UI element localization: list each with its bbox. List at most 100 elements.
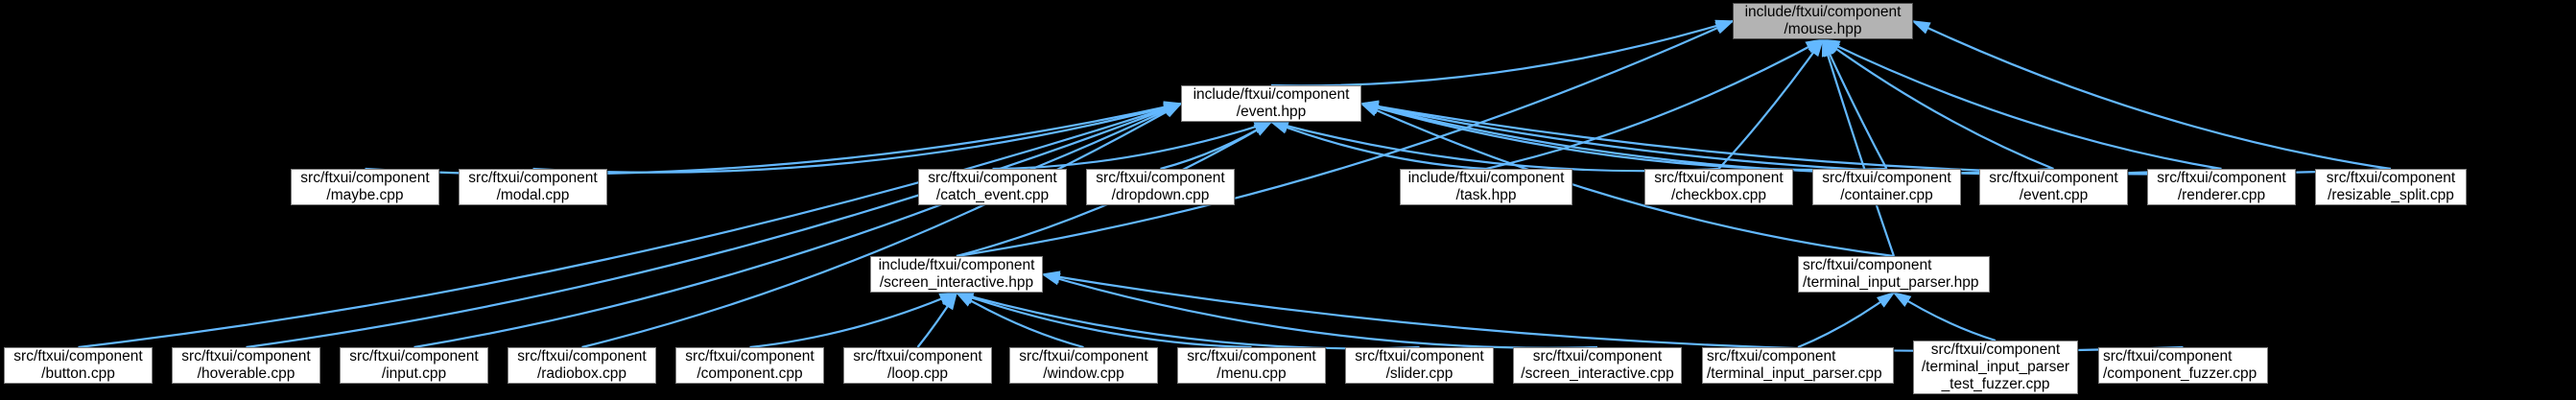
edge-maybe-cpp-to-event-hpp (365, 101, 1184, 176)
node-label-line2: /loop.cpp (887, 365, 948, 382)
edge-hoverable-cpp-to-event-hpp (246, 102, 1184, 349)
node-label-line1: src/ftxui/component (2103, 348, 2233, 365)
node-label-line2: /slider.cpp (1385, 365, 1453, 382)
graph-node-component-cpp[interactable]: src/ftxui/component/component.cpp (675, 347, 824, 384)
graph-node-window-cpp[interactable]: src/ftxui/component/window.cpp (1009, 347, 1158, 384)
edge-task-hpp-to-mouse-hpp (1485, 37, 1825, 171)
graph-node-screen-interactive-hpp[interactable]: include/ftxui/component/screen_interacti… (870, 256, 1043, 293)
edge-renderer-cpp-to-event-hpp (1359, 101, 2222, 176)
edge-checkbox-cpp-to-mouse-hpp (1717, 37, 1825, 170)
node-label-line2: /mouse.hpp (1784, 21, 1862, 37)
graph-node-checkbox-cpp[interactable]: src/ftxui/component/checkbox.cpp (1644, 169, 1793, 205)
graph-node-screen-interactive-cpp[interactable]: src/ftxui/component/screen_interactive.c… (1513, 347, 1682, 384)
node-label-line1: src/ftxui/component (1707, 348, 1836, 365)
node-label-line2: /input.cpp (381, 365, 447, 382)
node-label-line1: src/ftxui/component (349, 348, 479, 365)
node-label-line1: src/ftxui/component (1930, 341, 2061, 358)
edge-event-hpp-to-mouse-hpp (1270, 19, 1736, 87)
edge-modal-cpp-to-event-hpp (532, 102, 1184, 174)
edge-menu-cpp-to-screen-interactive-hpp (954, 291, 1252, 349)
node-label-line2: /checkbox.cpp (1670, 187, 1767, 203)
node-label-line2: /event.cpp (2019, 187, 2089, 203)
edge-tip-test-fuzzer-cpp-to-terminal-input-parser-hpp (1892, 291, 1997, 342)
node-label-line1: src/ftxui/component (517, 348, 647, 365)
edge-task-hpp-to-event-hpp (1268, 120, 1487, 171)
edge-slider-cpp-to-screen-interactive-hpp (954, 291, 1420, 350)
node-label-line1: src/ftxui/component (1096, 170, 1225, 186)
node-label-line2: /terminal_input_parser.cpp (1707, 365, 1882, 382)
graph-node-resizable-split-cpp[interactable]: src/ftxui/component/resizable_split.cpp (2315, 169, 2467, 205)
graph-node-container-cpp[interactable]: src/ftxui/component/container.cpp (1812, 169, 1961, 205)
node-label-line2: /resizable_split.cpp (2328, 187, 2454, 203)
graph-node-terminal-input-parser-hpp[interactable]: src/ftxui/component/terminal_input_parse… (1798, 256, 1990, 293)
edge-container-cpp-to-event-hpp (1359, 102, 1887, 172)
node-label-line1: src/ftxui/component (685, 348, 815, 365)
node-label-line2: /screen_interactive.cpp (1521, 365, 1674, 382)
node-label-line2: /maybe.cpp (326, 187, 404, 203)
graph-node-tip-test-fuzzer-cpp[interactable]: src/ftxui/component/terminal_input_parse… (1913, 341, 2078, 394)
node-label-line1: src/ftxui/component (1822, 170, 1951, 186)
node-label-line3: _test_fuzzer.cpp (1941, 376, 2050, 392)
node-label-line1: src/ftxui/component (468, 170, 598, 186)
edge-window-cpp-to-screen-interactive-hpp (955, 291, 1084, 349)
edge-button-cpp-to-event-hpp (78, 102, 1184, 349)
node-label-line1: src/ftxui/component (2157, 170, 2286, 186)
node-label-line2: /event.hpp (1236, 104, 1307, 120)
node-label-line2: /terminal_input_parser.hpp (1803, 274, 1979, 291)
node-label-line2: /button.cpp (41, 365, 115, 382)
graph-node-event-hpp[interactable]: include/ftxui/component/event.hpp (1181, 85, 1361, 122)
graph-node-event-cpp[interactable]: src/ftxui/component/event.cpp (1979, 169, 2128, 205)
graph-node-catch-event-cpp[interactable]: src/ftxui/component/catch_event.cpp (918, 169, 1067, 205)
edge-resizable-split-cpp-to-mouse-hpp (1911, 20, 2392, 171)
node-label-line1: src/ftxui/component (1187, 348, 1316, 365)
node-label-line2: /container.cpp (1840, 187, 1933, 203)
graph-node-loop-cpp[interactable]: src/ftxui/component/loop.cpp (843, 347, 992, 384)
graph-node-renderer-cpp[interactable]: src/ftxui/component/renderer.cpp (2147, 169, 2296, 205)
graph-node-button-cpp[interactable]: src/ftxui/component/button.cpp (4, 347, 153, 384)
node-label-line1: include/ftxui/component (1193, 86, 1350, 103)
graph-node-task-hpp[interactable]: include/ftxui/component/task.hpp (1400, 169, 1572, 205)
graph-node-menu-cpp[interactable]: src/ftxui/component/menu.cpp (1177, 347, 1326, 384)
node-label-line1: src/ftxui/component (13, 348, 143, 365)
node-label-line1: src/ftxui/component (1355, 348, 1484, 365)
node-label-line2: /menu.cpp (1217, 365, 1287, 382)
graph-node-modal-cpp[interactable]: src/ftxui/component/modal.cpp (459, 169, 607, 205)
node-label-line1: src/ftxui/component (1532, 348, 1663, 365)
node-label-line1: include/ftxui/component (1744, 4, 1902, 20)
edge-renderer-cpp-to-mouse-hpp (1821, 38, 2222, 171)
node-label-line1: include/ftxui/component (1407, 170, 1565, 186)
node-label-line1: src/ftxui/component (1654, 170, 1784, 186)
node-label-line1: src/ftxui/component (1019, 348, 1148, 365)
edge-component-cpp-to-screen-interactive-hpp (749, 291, 959, 349)
node-label-line1: src/ftxui/component (300, 170, 430, 186)
node-label-line2: /screen_interactive.hpp (879, 274, 1034, 291)
graph-node-radiobox-cpp[interactable]: src/ftxui/component/radiobox.cpp (508, 347, 656, 384)
graph-node-hoverable-cpp[interactable]: src/ftxui/component/hoverable.cpp (172, 347, 320, 384)
node-label-line2: /component.cpp (697, 365, 803, 382)
edge-container-cpp-to-mouse-hpp (1821, 36, 1888, 170)
node-label-line2: /window.cpp (1043, 365, 1124, 382)
graph-node-terminal-input-parser-cpp[interactable]: src/ftxui/component/terminal_input_parse… (1702, 347, 1894, 384)
node-label-line2: /radiobox.cpp (536, 365, 627, 382)
graph-node-input-cpp[interactable]: src/ftxui/component/input.cpp (340, 347, 488, 384)
edge-checkbox-cpp-to-event-hpp (1268, 120, 1719, 173)
node-label-line2: /modal.cpp (496, 187, 570, 203)
node-label-line2: /renderer.cpp (2177, 187, 2266, 203)
node-label-line2: /component_fuzzer.cpp (2103, 365, 2257, 382)
edge-screen-interactive-cpp-to-screen-interactive-hpp (1040, 272, 1598, 349)
graph-node-mouse-hpp[interactable]: include/ftxui/component/mouse.hpp (1733, 3, 1913, 39)
node-label-line1: src/ftxui/component (181, 348, 311, 365)
graph-node-slider-cpp[interactable]: src/ftxui/component/slider.cpp (1345, 347, 1494, 384)
graph-node-maybe-cpp[interactable]: src/ftxui/component/maybe.cpp (291, 169, 439, 205)
edge-event-cpp-to-mouse-hpp (1821, 37, 2054, 171)
graph-node-dropdown-cpp[interactable]: src/ftxui/component/dropdown.cpp (1086, 169, 1235, 205)
node-label-line1: include/ftxui/component (878, 257, 1035, 273)
edge-dropdown-cpp-to-event-hpp (1160, 120, 1273, 171)
node-label-line1: src/ftxui/component (1989, 170, 2118, 186)
edge-input-cpp-to-event-hpp (414, 103, 1183, 349)
edge-terminal-input-parser-hpp-to-mouse-hpp (1821, 36, 1896, 257)
node-label-line2: /hoverable.cpp (197, 365, 295, 382)
edge-event-cpp-to-event-hpp (1359, 101, 2054, 175)
graph-node-component-fuzzer-cpp[interactable]: src/ftxui/component/component_fuzzer.cpp (2098, 347, 2268, 384)
